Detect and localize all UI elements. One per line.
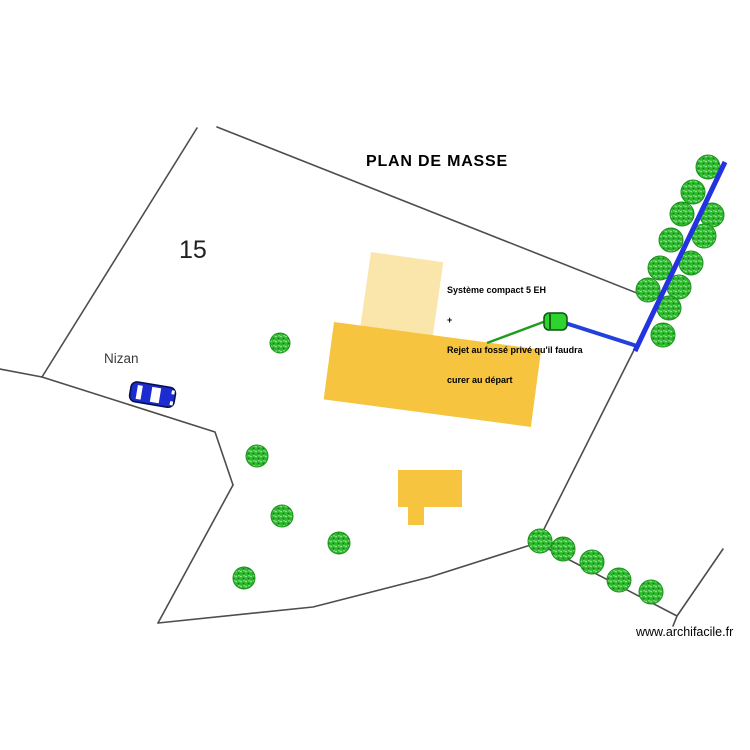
blue-pipe [561,320,638,348]
tree-icon [650,322,676,348]
car-headlight [171,390,175,395]
plan-title: PLAN DE MASSE [366,153,508,170]
tree-icon [527,528,553,554]
tree-icon [245,444,269,468]
shed-building [398,470,462,525]
car-windshield [135,385,143,400]
car-headlight [169,401,174,406]
tree-icon [270,504,294,528]
car-rear-window [149,386,162,404]
car-icon [128,381,177,409]
boundary-segment-west [41,127,198,378]
watermark: www.archifacile.fr [636,625,734,639]
tree-icon [269,332,291,354]
road-label: Nizan [104,351,139,366]
annotation-line-3: Rejet au fossé privé qu'il faudra [447,345,583,355]
annotation-line-2: + [447,315,453,325]
tree-icon [327,531,351,555]
septic-annotation: Système compact 5 EH + Rejet au fossé pr… [447,265,583,405]
tree-icon [638,579,664,605]
annotation-line-4: curer au départ [447,375,513,385]
boundary-segment-left-stub [0,368,43,378]
parcel-number-label: 15 [179,236,207,264]
tree-icon [669,201,695,227]
tree-icon [606,567,632,593]
boundary-segment-south-curve [157,542,538,624]
annotation-line-1: Système compact 5 EH [447,285,547,295]
annex-building [359,251,444,342]
main-building [323,322,542,427]
tree-icon [680,179,706,205]
boundary-segment-east [536,349,635,544]
tree-icon [579,549,605,575]
tree-icon [550,536,576,562]
tree-icon [232,566,256,590]
tree-icon [635,277,661,303]
boundary-segment-southwest [157,484,234,624]
boundary-segment-west-lower [41,376,234,486]
boundary-segment-southeast [676,548,724,617]
hedge-line [632,160,728,353]
boundary-segment-north [216,126,653,300]
green-pipe [486,319,547,345]
tree-icon [658,227,684,253]
